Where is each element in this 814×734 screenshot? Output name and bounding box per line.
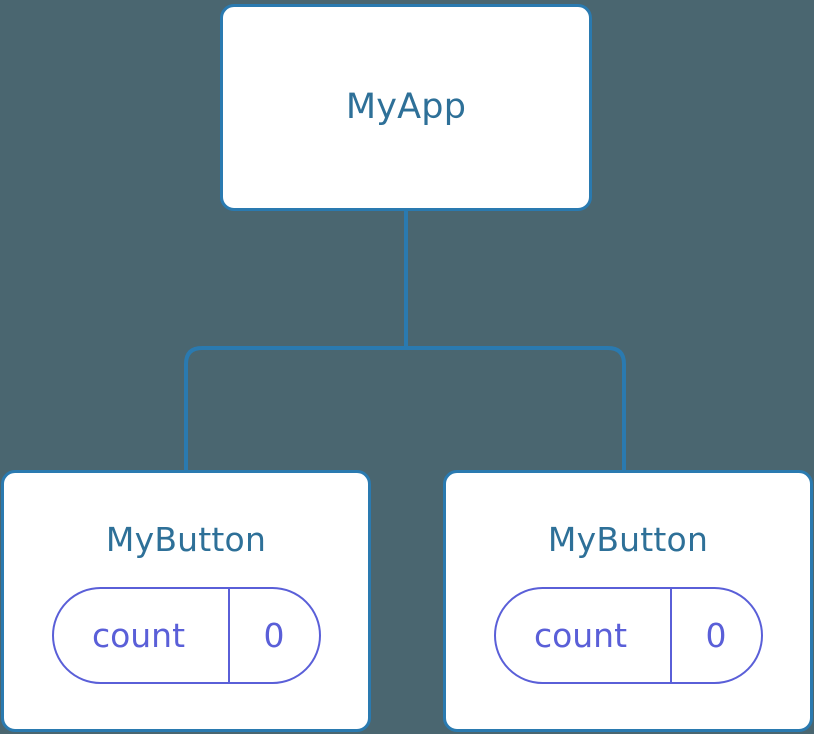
- node-title: MyButton: [547, 520, 709, 559]
- state-key: count: [91, 616, 186, 655]
- state-value: 0: [669, 589, 761, 682]
- node-myapp[interactable]: MyApp: [220, 4, 592, 211]
- state-pill[interactable]: count 0: [51, 587, 321, 684]
- state-pill[interactable]: count 0: [493, 587, 763, 684]
- node-mybutton-2[interactable]: MyButton count 0: [443, 470, 813, 732]
- node-title: MyApp: [345, 87, 467, 127]
- edge-bus-to-child-left: [184, 346, 406, 474]
- state-key: count: [533, 616, 628, 655]
- edge-bus-to-child-right: [406, 346, 626, 474]
- state-value: 0: [227, 589, 319, 682]
- node-mybutton-1[interactable]: MyButton count 0: [1, 470, 371, 732]
- node-title: MyButton: [105, 520, 267, 559]
